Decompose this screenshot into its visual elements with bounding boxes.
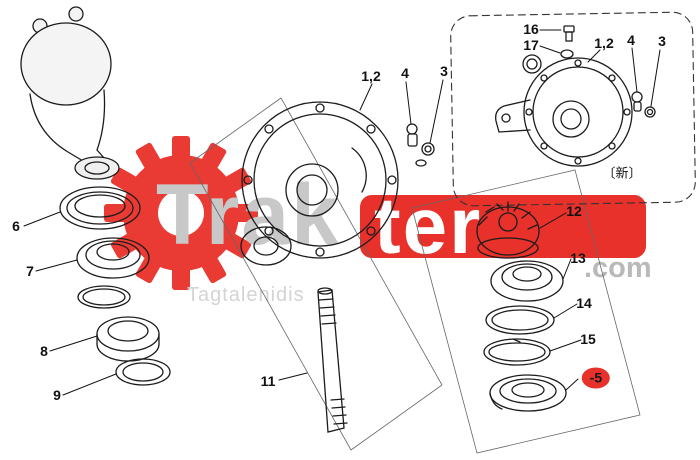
- callout-1-2-main: 1,2: [361, 68, 381, 84]
- gearcase-housing-alt: [495, 54, 633, 167]
- washer-17: [560, 49, 574, 59]
- bearing-13: [490, 260, 564, 302]
- bearing-8: [96, 316, 160, 362]
- callout-14: 14: [576, 295, 592, 311]
- callout-13: 13: [570, 250, 586, 266]
- callout-9: 9: [53, 387, 61, 403]
- callout-15: 15: [580, 331, 596, 347]
- bearing-7: [76, 237, 150, 279]
- bolt-4-alt: [631, 91, 643, 112]
- callout-3-main: 3: [440, 63, 448, 79]
- callout-7: 7: [26, 263, 34, 279]
- drive-shaft-11: [317, 287, 348, 433]
- new-variant-tag: 〔新〕: [602, 165, 642, 181]
- washer-14: [485, 305, 555, 335]
- callout-4-alt: 4: [627, 32, 635, 48]
- bolt-4-main: [406, 123, 418, 147]
- bolt-16: [563, 25, 575, 42]
- callout-17: 17: [523, 37, 539, 53]
- callout-6: 6: [12, 218, 20, 234]
- callout-1-2-alt: 1,2: [594, 35, 614, 51]
- callout-4-main: 4: [401, 65, 409, 81]
- ring-9: [115, 358, 171, 386]
- seal-ring-6: [59, 186, 141, 230]
- callout-3-alt: 3: [658, 33, 666, 49]
- snap-ring-15: [483, 338, 551, 366]
- callout-11: 11: [260, 373, 276, 389]
- callout-16: 16: [523, 21, 539, 37]
- leader-lines: [23, 29, 661, 396]
- bolt-3-alt: [644, 106, 656, 118]
- alt-assembly-dashed-box: [450, 11, 696, 207]
- frame-panel-left: [189, 97, 443, 451]
- callout-5-highlighted: -5: [581, 367, 611, 389]
- frame-panel-right: [411, 169, 641, 454]
- bolt-3-main: [415, 142, 435, 167]
- retainer-ring: [77, 285, 131, 309]
- callout-12: 12: [566, 203, 582, 219]
- callout-8: 8: [40, 343, 48, 359]
- seal-5: [489, 374, 567, 412]
- bevel-gear-12: [476, 201, 540, 259]
- steering-knuckle-housing: [20, 6, 120, 180]
- gearcase-housing-main: [240, 101, 399, 266]
